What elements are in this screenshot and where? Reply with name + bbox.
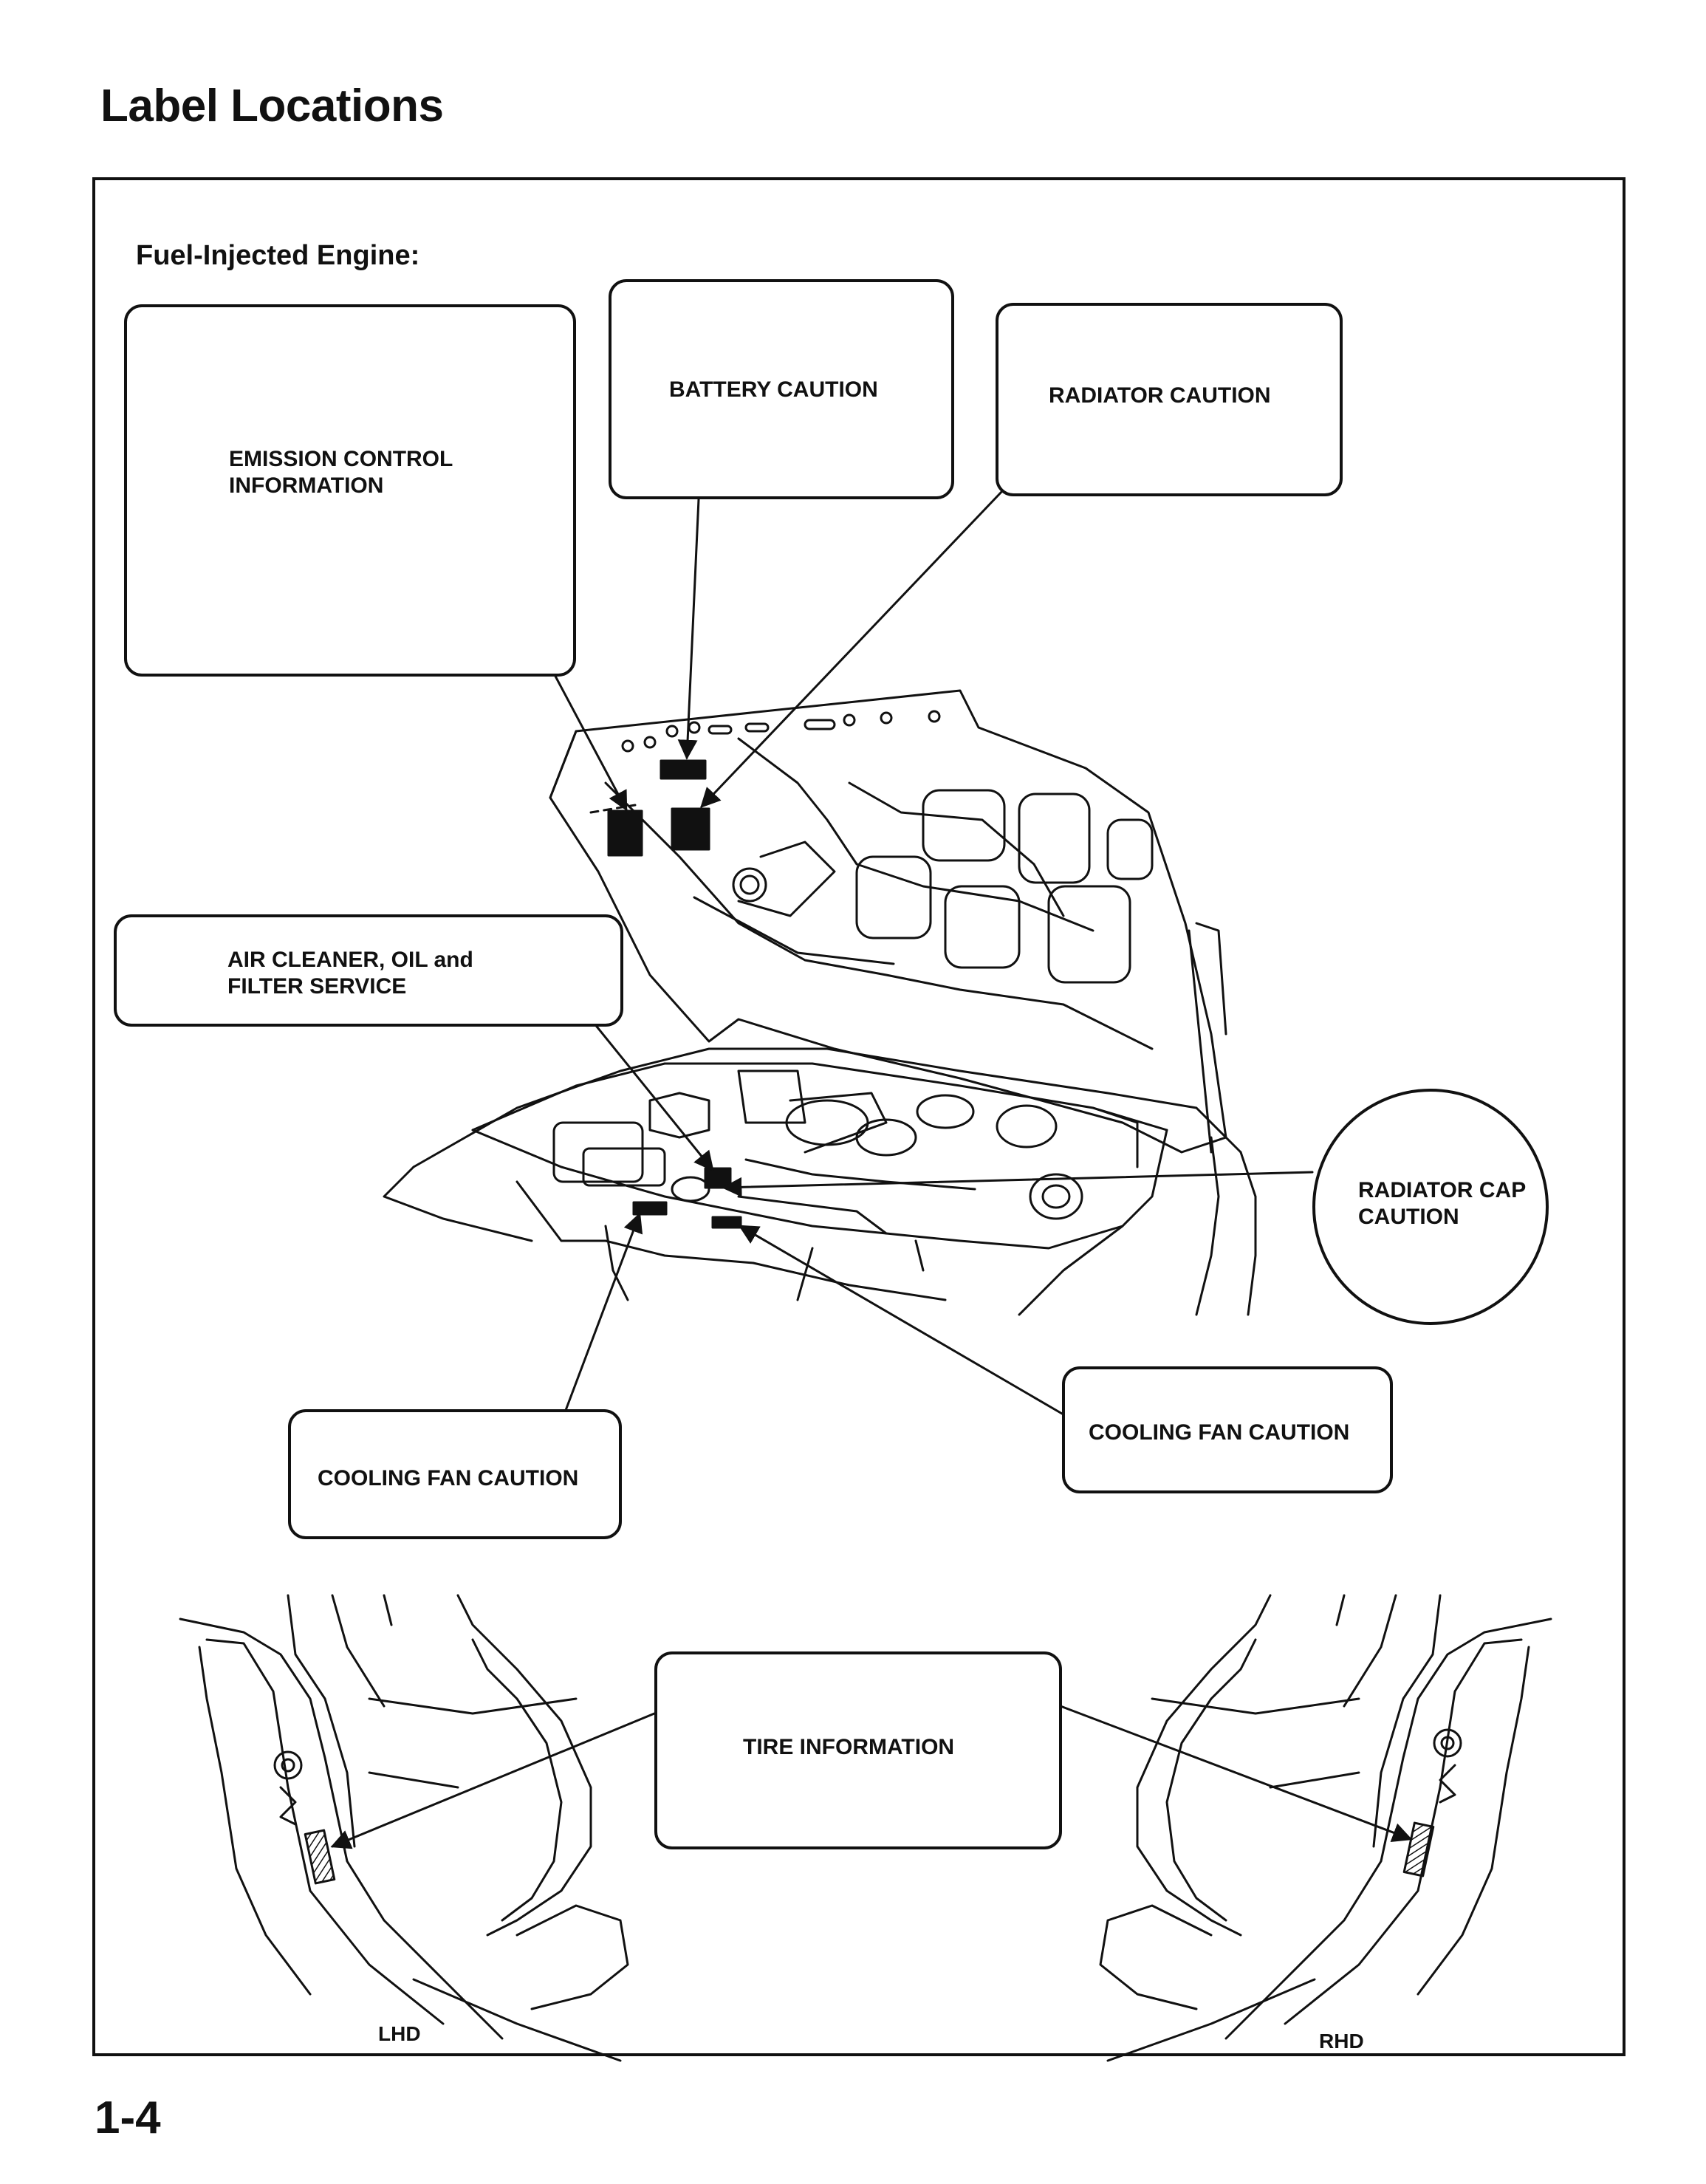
figure-subtitle: Fuel-Injected Engine: xyxy=(136,240,420,271)
page-title: Label Locations xyxy=(100,81,444,131)
tire-information-label: TIRE INFORMATION xyxy=(654,1651,1062,1849)
leader-arrows xyxy=(330,490,1413,1849)
emission-control-label: EMISSION CONTROL INFORMATION xyxy=(124,304,576,677)
tire-information-text: TIRE INFORMATION xyxy=(743,1735,955,1759)
lhd-caption: LHD xyxy=(378,2022,421,2045)
radiator-caution-label: RADIATOR CAUTION xyxy=(996,303,1343,496)
page-number: 1-4 xyxy=(95,2092,161,2143)
cooling-fan-caution-right-text: COOLING FAN CAUTION xyxy=(1089,1420,1350,1445)
rhd-door-drawing xyxy=(1099,1594,1552,2062)
hood-drawing xyxy=(549,689,1227,1154)
radiator-cap-caution-label: RADIATOR CAP CAUTION xyxy=(1312,1089,1549,1325)
air-cleaner-label: AIR CLEANER, OIL and FILTER SERVICE xyxy=(114,914,623,1027)
engine-bay-drawing xyxy=(383,1047,1257,1316)
radiator-cap-caution-text: RADIATOR CAP CAUTION xyxy=(1358,1178,1527,1229)
rhd-caption: RHD xyxy=(1319,2030,1364,2053)
figure-frame xyxy=(92,177,1626,2056)
cooling-fan-caution-left-label: COOLING FAN CAUTION xyxy=(288,1409,622,1539)
air-cleaner-text: AIR CLEANER, OIL and FILTER SERVICE xyxy=(227,948,473,999)
lhd-door-drawing xyxy=(179,1594,629,2062)
battery-caution-label: BATTERY CAUTION xyxy=(609,279,954,499)
cooling-fan-caution-left-text: COOLING FAN CAUTION xyxy=(318,1466,579,1490)
battery-caution-text: BATTERY CAUTION xyxy=(669,377,878,402)
emission-control-text: EMISSION CONTROL INFORMATION xyxy=(229,447,453,498)
cooling-fan-caution-right-label: COOLING FAN CAUTION xyxy=(1062,1366,1393,1493)
radiator-caution-text: RADIATOR CAUTION xyxy=(1049,383,1271,408)
